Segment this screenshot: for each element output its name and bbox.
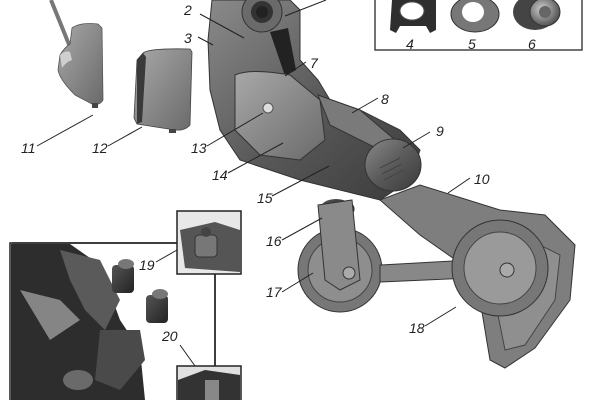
- pin-19: [112, 259, 134, 293]
- callout-16: 16: [266, 233, 282, 249]
- callout-6: 6: [528, 36, 536, 52]
- callout-7: 7: [310, 55, 318, 71]
- detail-inset-top: [176, 210, 242, 275]
- callout-14: 14: [212, 167, 228, 183]
- callout-19: 19: [139, 257, 155, 273]
- callout-9: 9: [436, 123, 444, 139]
- part-12-battery: [133, 48, 193, 133]
- callout-5: 5: [468, 36, 476, 52]
- part-18-lower-pulley: [451, 219, 549, 317]
- pin-20: [146, 289, 168, 323]
- part-11-battery-cover: [49, 0, 104, 108]
- callout-10: 10: [474, 171, 490, 187]
- part-17-upper-pulley: [297, 199, 383, 313]
- callout-8: 8: [381, 91, 389, 107]
- callout-18: 18: [409, 320, 425, 336]
- callout-12: 12: [92, 140, 108, 156]
- callout-20: 20: [162, 328, 178, 344]
- callout-3: 3: [184, 30, 192, 46]
- hardware-inset: [374, 0, 583, 51]
- detail-inset-bottom: [176, 365, 242, 400]
- leader-lines: [36, 0, 471, 367]
- callout-15: 15: [257, 190, 273, 206]
- derailleur-body: [207, 0, 422, 219]
- callout-11: 11: [21, 140, 36, 156]
- callout-13: 13: [191, 140, 207, 156]
- callout-17: 17: [266, 284, 282, 300]
- callout-2: 2: [184, 2, 192, 18]
- callout-4: 4: [406, 36, 414, 52]
